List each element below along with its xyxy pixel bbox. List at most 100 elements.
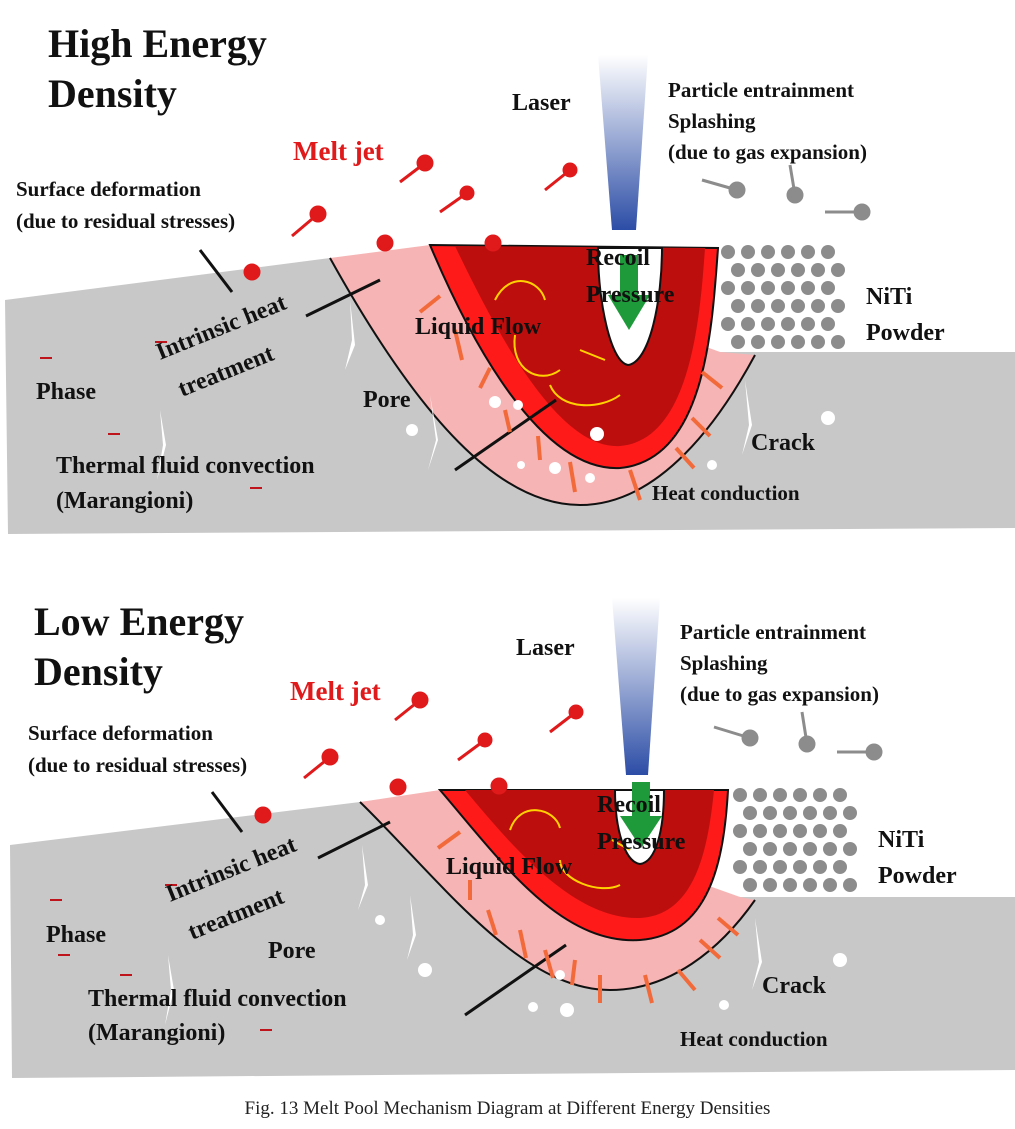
recoil-label-1: Recoil [586,245,650,271]
powder-particle [831,335,845,349]
melt-jet-label: Melt jet [290,676,381,706]
figure-caption: Fig. 13 Melt Pool Mechanism Diagram at D… [244,1098,771,1119]
crack [345,300,355,370]
powder-particle [801,281,815,295]
powder-particle [793,860,807,874]
powder-particle [761,317,775,331]
melt-jet-label: Melt jet [293,136,384,166]
powder-particle [783,878,797,892]
leader-line [210,791,244,833]
powder-particle [793,824,807,838]
powder-particle [763,806,777,820]
convection-label-2: (Marangioni) [56,488,193,514]
powder-particle [843,806,857,820]
powder-particle [751,299,765,313]
melt-jet-droplets [243,154,578,281]
powder-particle [743,878,757,892]
heat-conduction-arrows [418,294,724,501]
powder-particle [751,335,765,349]
phase-markers [40,341,262,489]
powder-particle [821,281,835,295]
particle-label-2: Splashing [668,109,756,133]
powder-particle [823,842,837,856]
leader-line [454,398,557,472]
panel-high-energy: High Energy Density Laser Melt jet Surfa… [5,21,1015,534]
phase-markers [50,884,272,1031]
powder-particle [803,842,817,856]
melt-jet-droplets [254,691,584,824]
powder-particle [833,860,847,874]
powder-particle [811,299,825,313]
powder-particle [803,806,817,820]
powder-particle [733,824,747,838]
liquid-flow-label: Liquid Flow [415,314,542,340]
powder-particle [763,842,777,856]
convection-label-2: (Marangioni) [88,1020,225,1046]
convection-label-1: Thermal fluid convection [56,453,315,479]
powder-particle [813,824,827,838]
powder-particle [773,860,787,874]
powder-particle [751,263,765,277]
pores [406,396,835,483]
powder-particle [833,824,847,838]
powder-particle [773,824,787,838]
particle-label-2: Splashing [680,651,768,675]
niti-powder [733,788,857,892]
panel-title-line2: Density [34,649,163,694]
powder-particle [721,245,735,259]
powder-particle [761,281,775,295]
heat-conduction-label: Heat conduction [680,1027,828,1051]
particle-label-1: Particle entrainment [680,620,866,644]
crack [165,955,174,1025]
powder-particle [781,317,795,331]
particle-label-3: (due to gas expansion) [668,140,867,164]
powder-particle [743,842,757,856]
powder-particle [811,263,825,277]
powder-label-2: Powder [866,320,945,346]
powder-particle [721,281,735,295]
powder-particle [731,299,745,313]
leader-line [317,820,391,860]
crack [428,395,438,470]
surface-deformation-label-1: Surface deformation [28,721,213,745]
powder-particle [741,317,755,331]
particle-label-3: (due to gas expansion) [680,682,879,706]
pore-label: Pore [268,938,316,964]
powder-particle [813,860,827,874]
phase-label: Phase [36,379,96,405]
leader-line [198,249,234,293]
powder-label-1: NiTi [878,827,925,853]
powder-particle [833,788,847,802]
powder-particle [793,788,807,802]
splash-arrows [701,164,871,221]
powder-particle [821,317,835,331]
powder-particle [721,317,735,331]
liquid-flow-arrows [509,809,631,890]
powder-particle [843,842,857,856]
crack [407,895,416,960]
powder-particle [801,245,815,259]
powder-particle [733,860,747,874]
powder-particle [781,245,795,259]
powder-particle [843,878,857,892]
powder-particle [763,878,777,892]
powder-particle [753,860,767,874]
surface-deformation-label-1: Surface deformation [16,177,201,201]
pore-label: Pore [363,387,411,413]
recoil-label-2: Pressure [586,282,675,308]
powder-particle [761,245,775,259]
powder-particle [811,335,825,349]
powder-label-1: NiTi [866,284,913,310]
convection-label-1: Thermal fluid convection [88,986,347,1012]
pores [375,915,847,1017]
powder-particle [771,335,785,349]
powder-particle [791,299,805,313]
powder-particle [791,263,805,277]
powder-particle [733,788,747,802]
powder-particle [791,335,805,349]
laser-label: Laser [512,90,571,116]
powder-particle [803,878,817,892]
laser-label: Laser [516,635,575,661]
recoil-label-1: Recoil [597,792,661,818]
panel-low-energy: Low Energy Density Laser Melt jet Surfac… [10,598,1015,1078]
